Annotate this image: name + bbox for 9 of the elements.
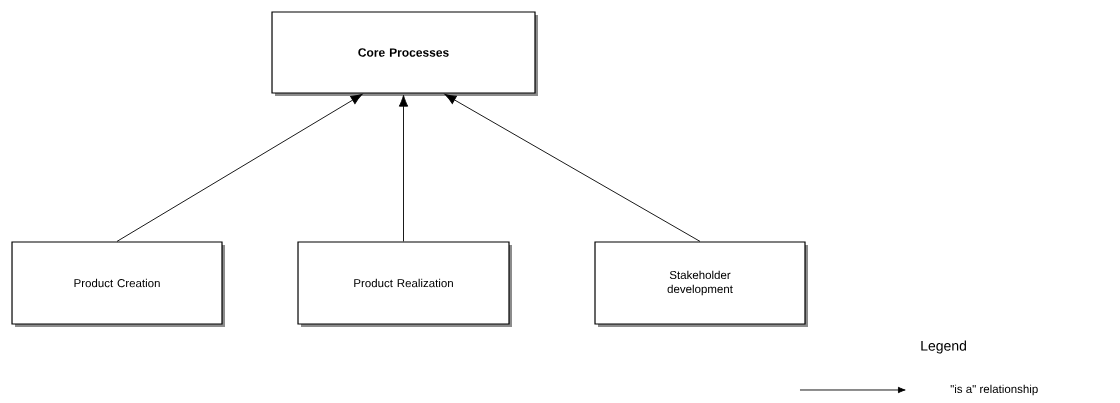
arrow: [398, 94, 409, 242]
legend-text: "is a" relationship: [950, 384, 1038, 396]
arrow: [444, 94, 701, 242]
process-box: Core Processes: [271, 11, 538, 96]
arrow: [116, 94, 363, 242]
process-box: Product Creation: [11, 241, 225, 327]
process-box: Product Realization: [297, 241, 512, 327]
legend-title: Legend: [921, 340, 966, 354]
process-box: Stakeholder development: [594, 241, 808, 327]
